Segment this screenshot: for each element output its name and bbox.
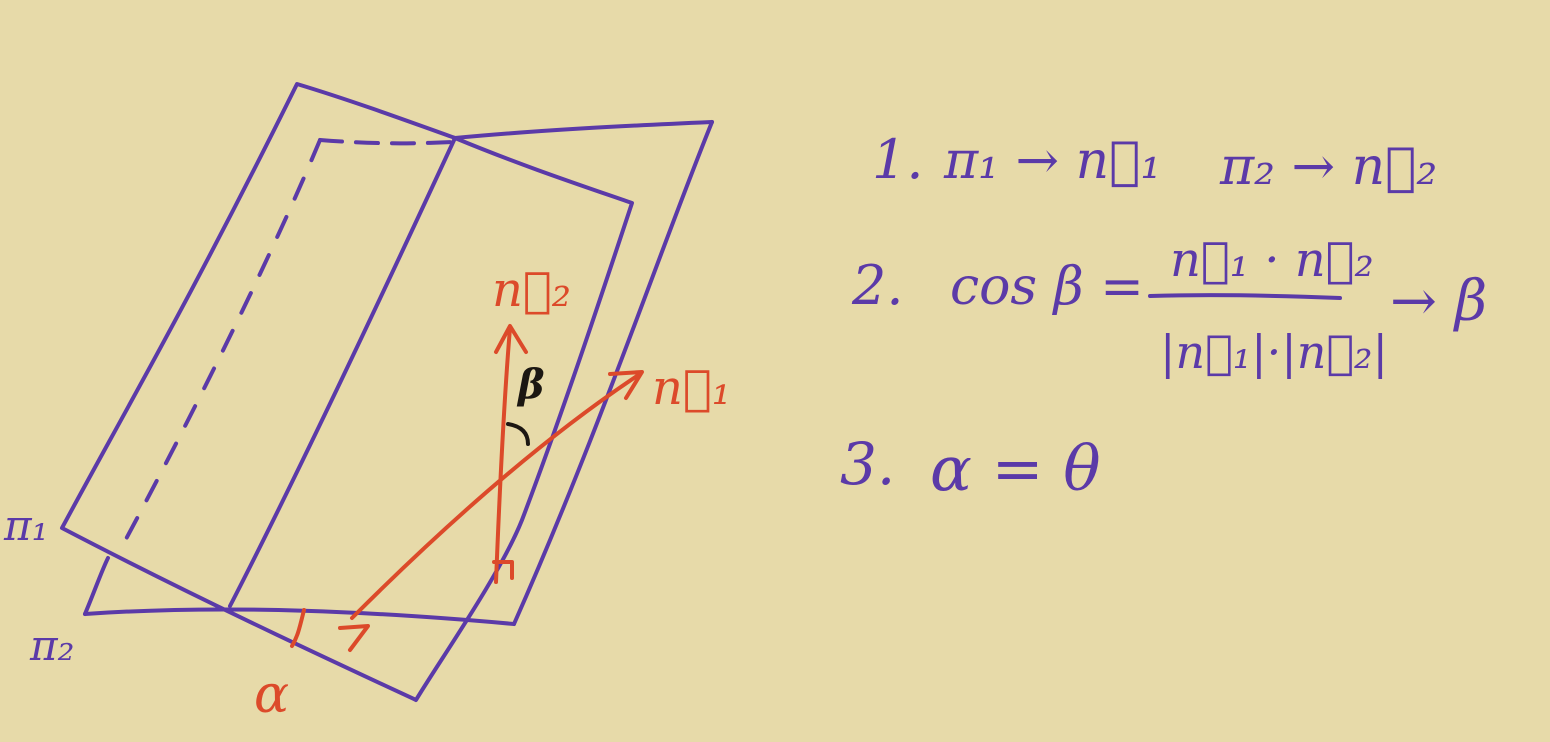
normal-n2-label: n⃗₂ bbox=[492, 262, 571, 318]
plane-pi2-label: π₂ bbox=[29, 621, 74, 670]
fraction-bar bbox=[1148, 293, 1342, 300]
plane-pi1 bbox=[60, 82, 634, 702]
hidden-top-edge bbox=[318, 138, 454, 146]
plane-pi1-outline bbox=[60, 82, 634, 702]
normal-vectors bbox=[290, 324, 644, 652]
step-3-number: 3. bbox=[840, 430, 895, 498]
hidden-left-edge bbox=[116, 138, 322, 556]
diagram-labels: π₁ π₂ n⃗₂ n⃗₁ β α bbox=[3, 262, 731, 725]
step-2-numerator: n⃗₁ · n⃗₂ bbox=[1170, 232, 1374, 288]
step-1-plane2-to-normal2: π₂ → n⃗₂ bbox=[1219, 137, 1437, 197]
alpha-label: α bbox=[254, 665, 289, 725]
alpha-angle-tick bbox=[290, 608, 306, 648]
beta-label: β bbox=[516, 361, 545, 408]
step-1: 1. π₁ → n⃗₁ π₂ → n⃗₂ bbox=[872, 128, 1437, 197]
step-2-number: 2. bbox=[851, 254, 904, 317]
normal-n1-arrowhead bbox=[608, 370, 644, 400]
step-1-plane1-to-normal1: π₁ → n⃗₁ bbox=[943, 131, 1161, 191]
normal-n2-shaft bbox=[494, 326, 512, 584]
intersection-line bbox=[228, 136, 457, 608]
plane-pi2-top-edge bbox=[453, 120, 714, 140]
right-angle-mark bbox=[492, 560, 514, 580]
beta-angle-arc bbox=[506, 422, 530, 446]
step-2-result: → β bbox=[1390, 269, 1487, 334]
plane-pi1-label: π₁ bbox=[3, 501, 48, 550]
normal-n1-label: n⃗₁ bbox=[652, 360, 731, 416]
normal-n2-arrowhead bbox=[494, 324, 528, 354]
plane-pi2-left-edge bbox=[83, 556, 110, 616]
normal-n1-shaft bbox=[350, 372, 642, 620]
plane-pi2-right-edge bbox=[512, 120, 714, 626]
step-2-denominator: |n⃗₁|·|n⃗₂| bbox=[1160, 325, 1388, 379]
step-3: 3. α = θ bbox=[840, 430, 1101, 505]
step-2: 2. cos β = n⃗₁ · n⃗₂ |n⃗₁|·|n⃗₂| → β bbox=[851, 232, 1487, 379]
step-3-equation: α = θ bbox=[930, 432, 1101, 505]
step-1-number: 1. bbox=[872, 128, 924, 191]
normal-n1-foot-mark bbox=[338, 624, 370, 652]
step-2-cos-beta: cos β = bbox=[950, 257, 1144, 317]
